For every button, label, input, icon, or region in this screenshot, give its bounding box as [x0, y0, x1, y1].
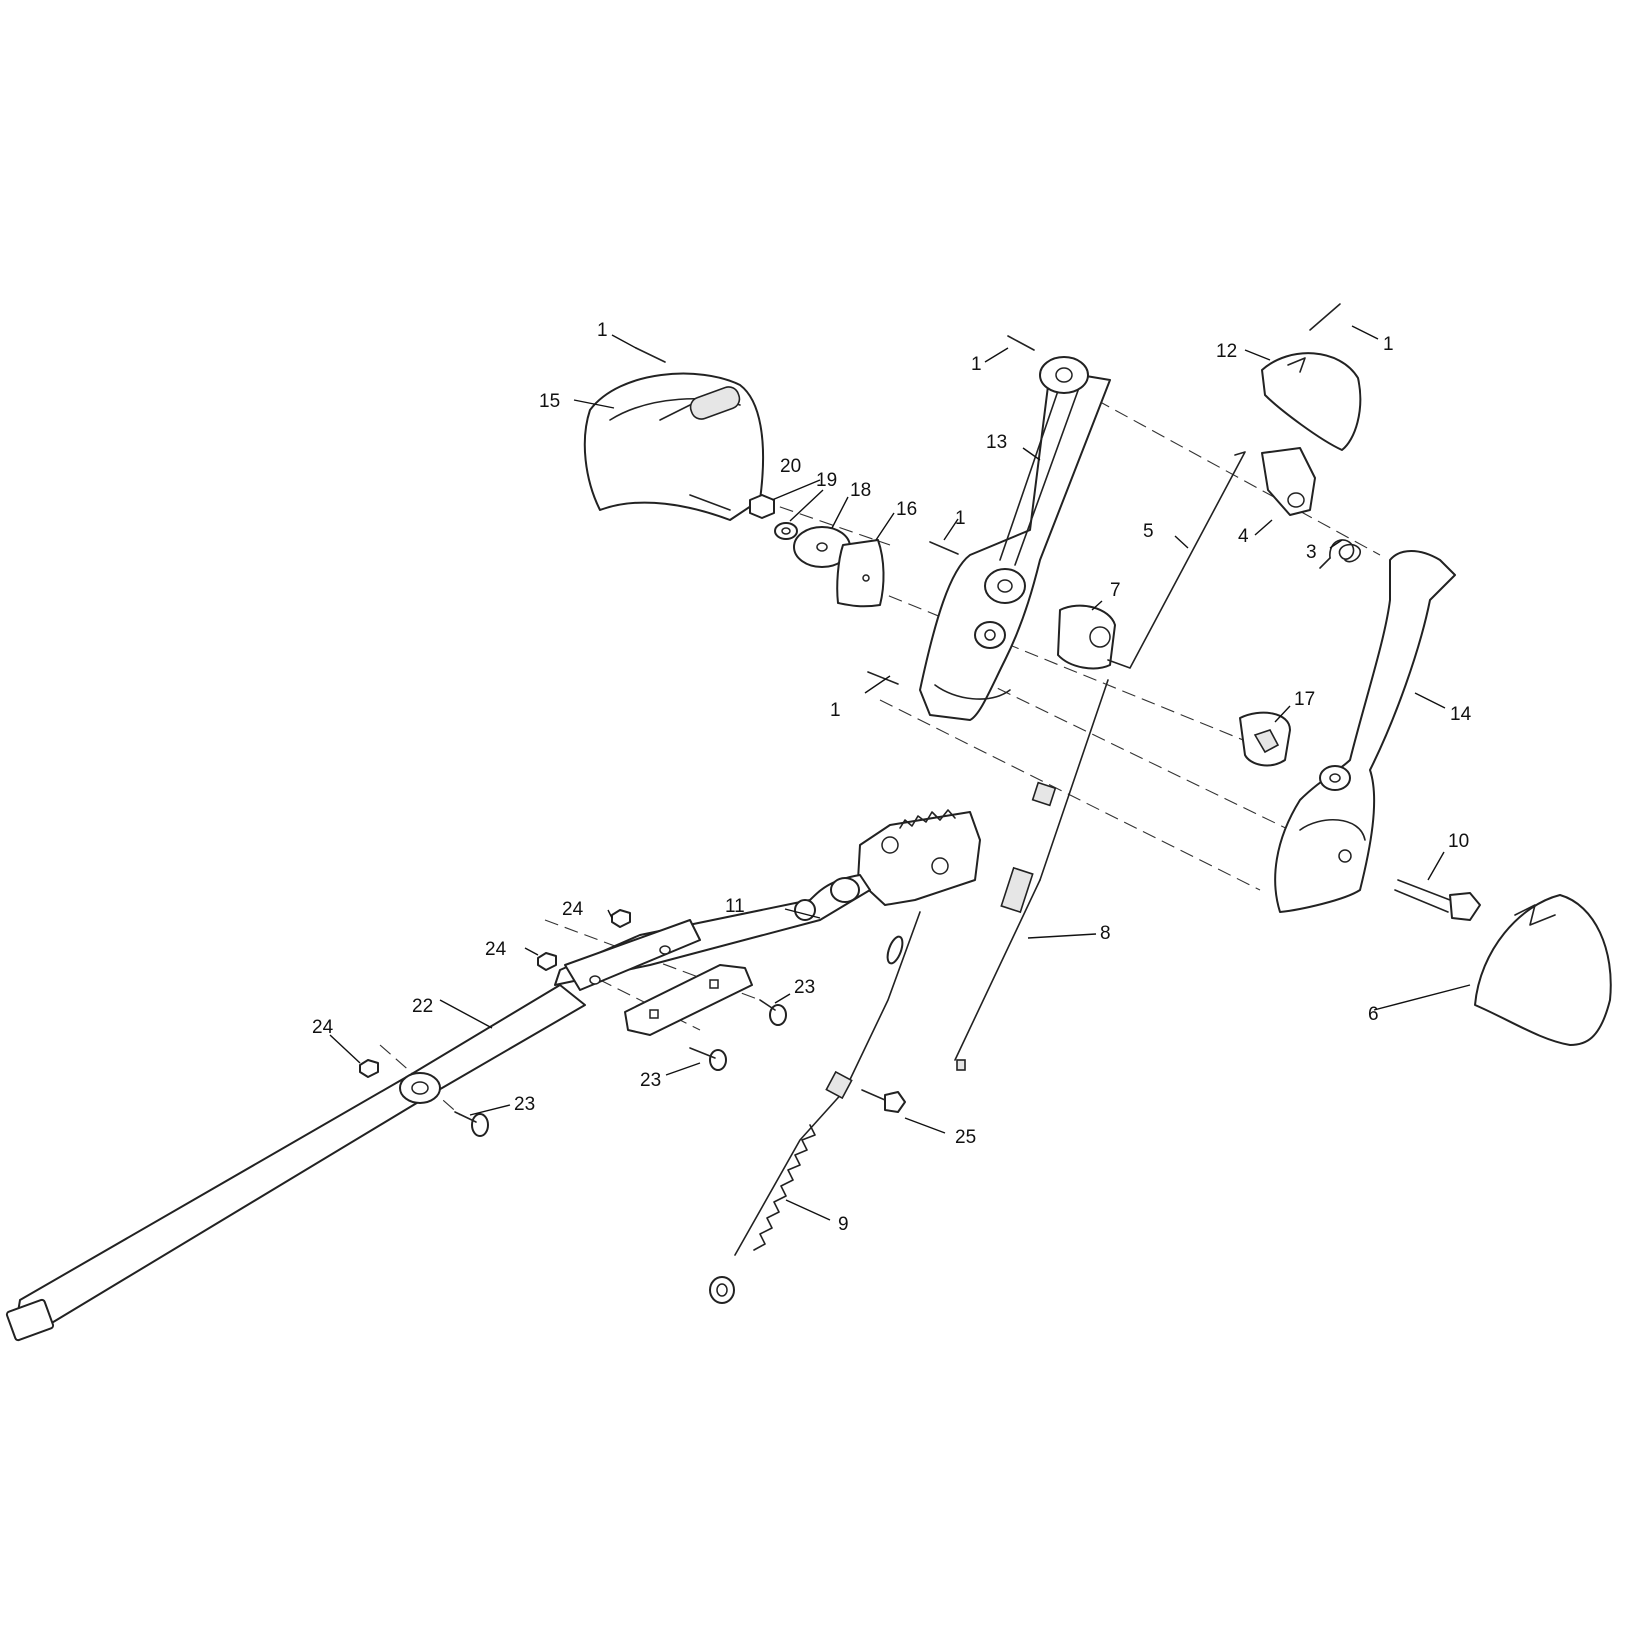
shoulder-bolt [1394, 879, 1481, 921]
callouts: 1 1 1 1 1 3 4 5 6 7 8 9 10 11 12 13 14 1… [312, 320, 1472, 1235]
callout-13: 13 [986, 432, 1007, 453]
lever-arm-right [1274, 550, 1456, 913]
callout-23: 23 [640, 1070, 661, 1091]
leader-lines [329, 325, 1471, 1221]
callout-1: 1 [830, 700, 841, 721]
callout-3: 3 [1306, 542, 1317, 563]
nuts [359, 909, 631, 1078]
callout-12: 12 [1216, 341, 1237, 362]
callout-1: 1 [597, 320, 608, 341]
callout-24: 24 [485, 939, 507, 960]
lever-arm-left [919, 356, 1111, 721]
callout-4: 4 [1238, 526, 1249, 547]
callout-17: 17 [1294, 689, 1315, 710]
callout-15: 15 [539, 391, 560, 412]
collar [1057, 604, 1116, 670]
shroud-left [583, 372, 765, 521]
callout-11: 11 [725, 896, 745, 917]
callout-23: 23 [794, 977, 815, 998]
callout-9: 9 [838, 1214, 849, 1235]
callout-25: 25 [955, 1127, 976, 1148]
long-rod [5, 984, 586, 1342]
cable-short [954, 679, 1109, 1071]
latch [1261, 447, 1316, 516]
callout-8: 8 [1100, 923, 1111, 944]
rod [1107, 451, 1246, 669]
callout-10: 10 [1448, 831, 1469, 852]
callout-7: 7 [1110, 580, 1121, 601]
screws [635, 303, 1341, 685]
shroud-right [1474, 894, 1612, 1046]
link-plates [564, 919, 753, 1036]
callout-22: 22 [412, 996, 433, 1017]
hardware-stack [749, 494, 885, 608]
bolt [861, 1089, 906, 1113]
callout-1: 1 [1383, 334, 1394, 355]
callout-14: 14 [1450, 704, 1472, 725]
callout-5: 5 [1143, 521, 1154, 542]
callout-1: 1 [955, 508, 966, 529]
callout-19: 19 [816, 470, 837, 491]
handle-cap-right [1261, 352, 1362, 451]
spring [1319, 539, 1361, 569]
callout-20: 20 [780, 456, 801, 477]
cable-long [709, 911, 921, 1304]
callout-6: 6 [1368, 1004, 1379, 1025]
callout-24: 24 [562, 899, 584, 920]
callout-24: 24 [312, 1017, 334, 1038]
callout-16: 16 [896, 499, 917, 520]
callout-1: 1 [971, 354, 982, 375]
callout-18: 18 [850, 480, 871, 501]
pins [454, 999, 787, 1137]
callout-23: 23 [514, 1094, 535, 1115]
bushing [1239, 711, 1291, 767]
